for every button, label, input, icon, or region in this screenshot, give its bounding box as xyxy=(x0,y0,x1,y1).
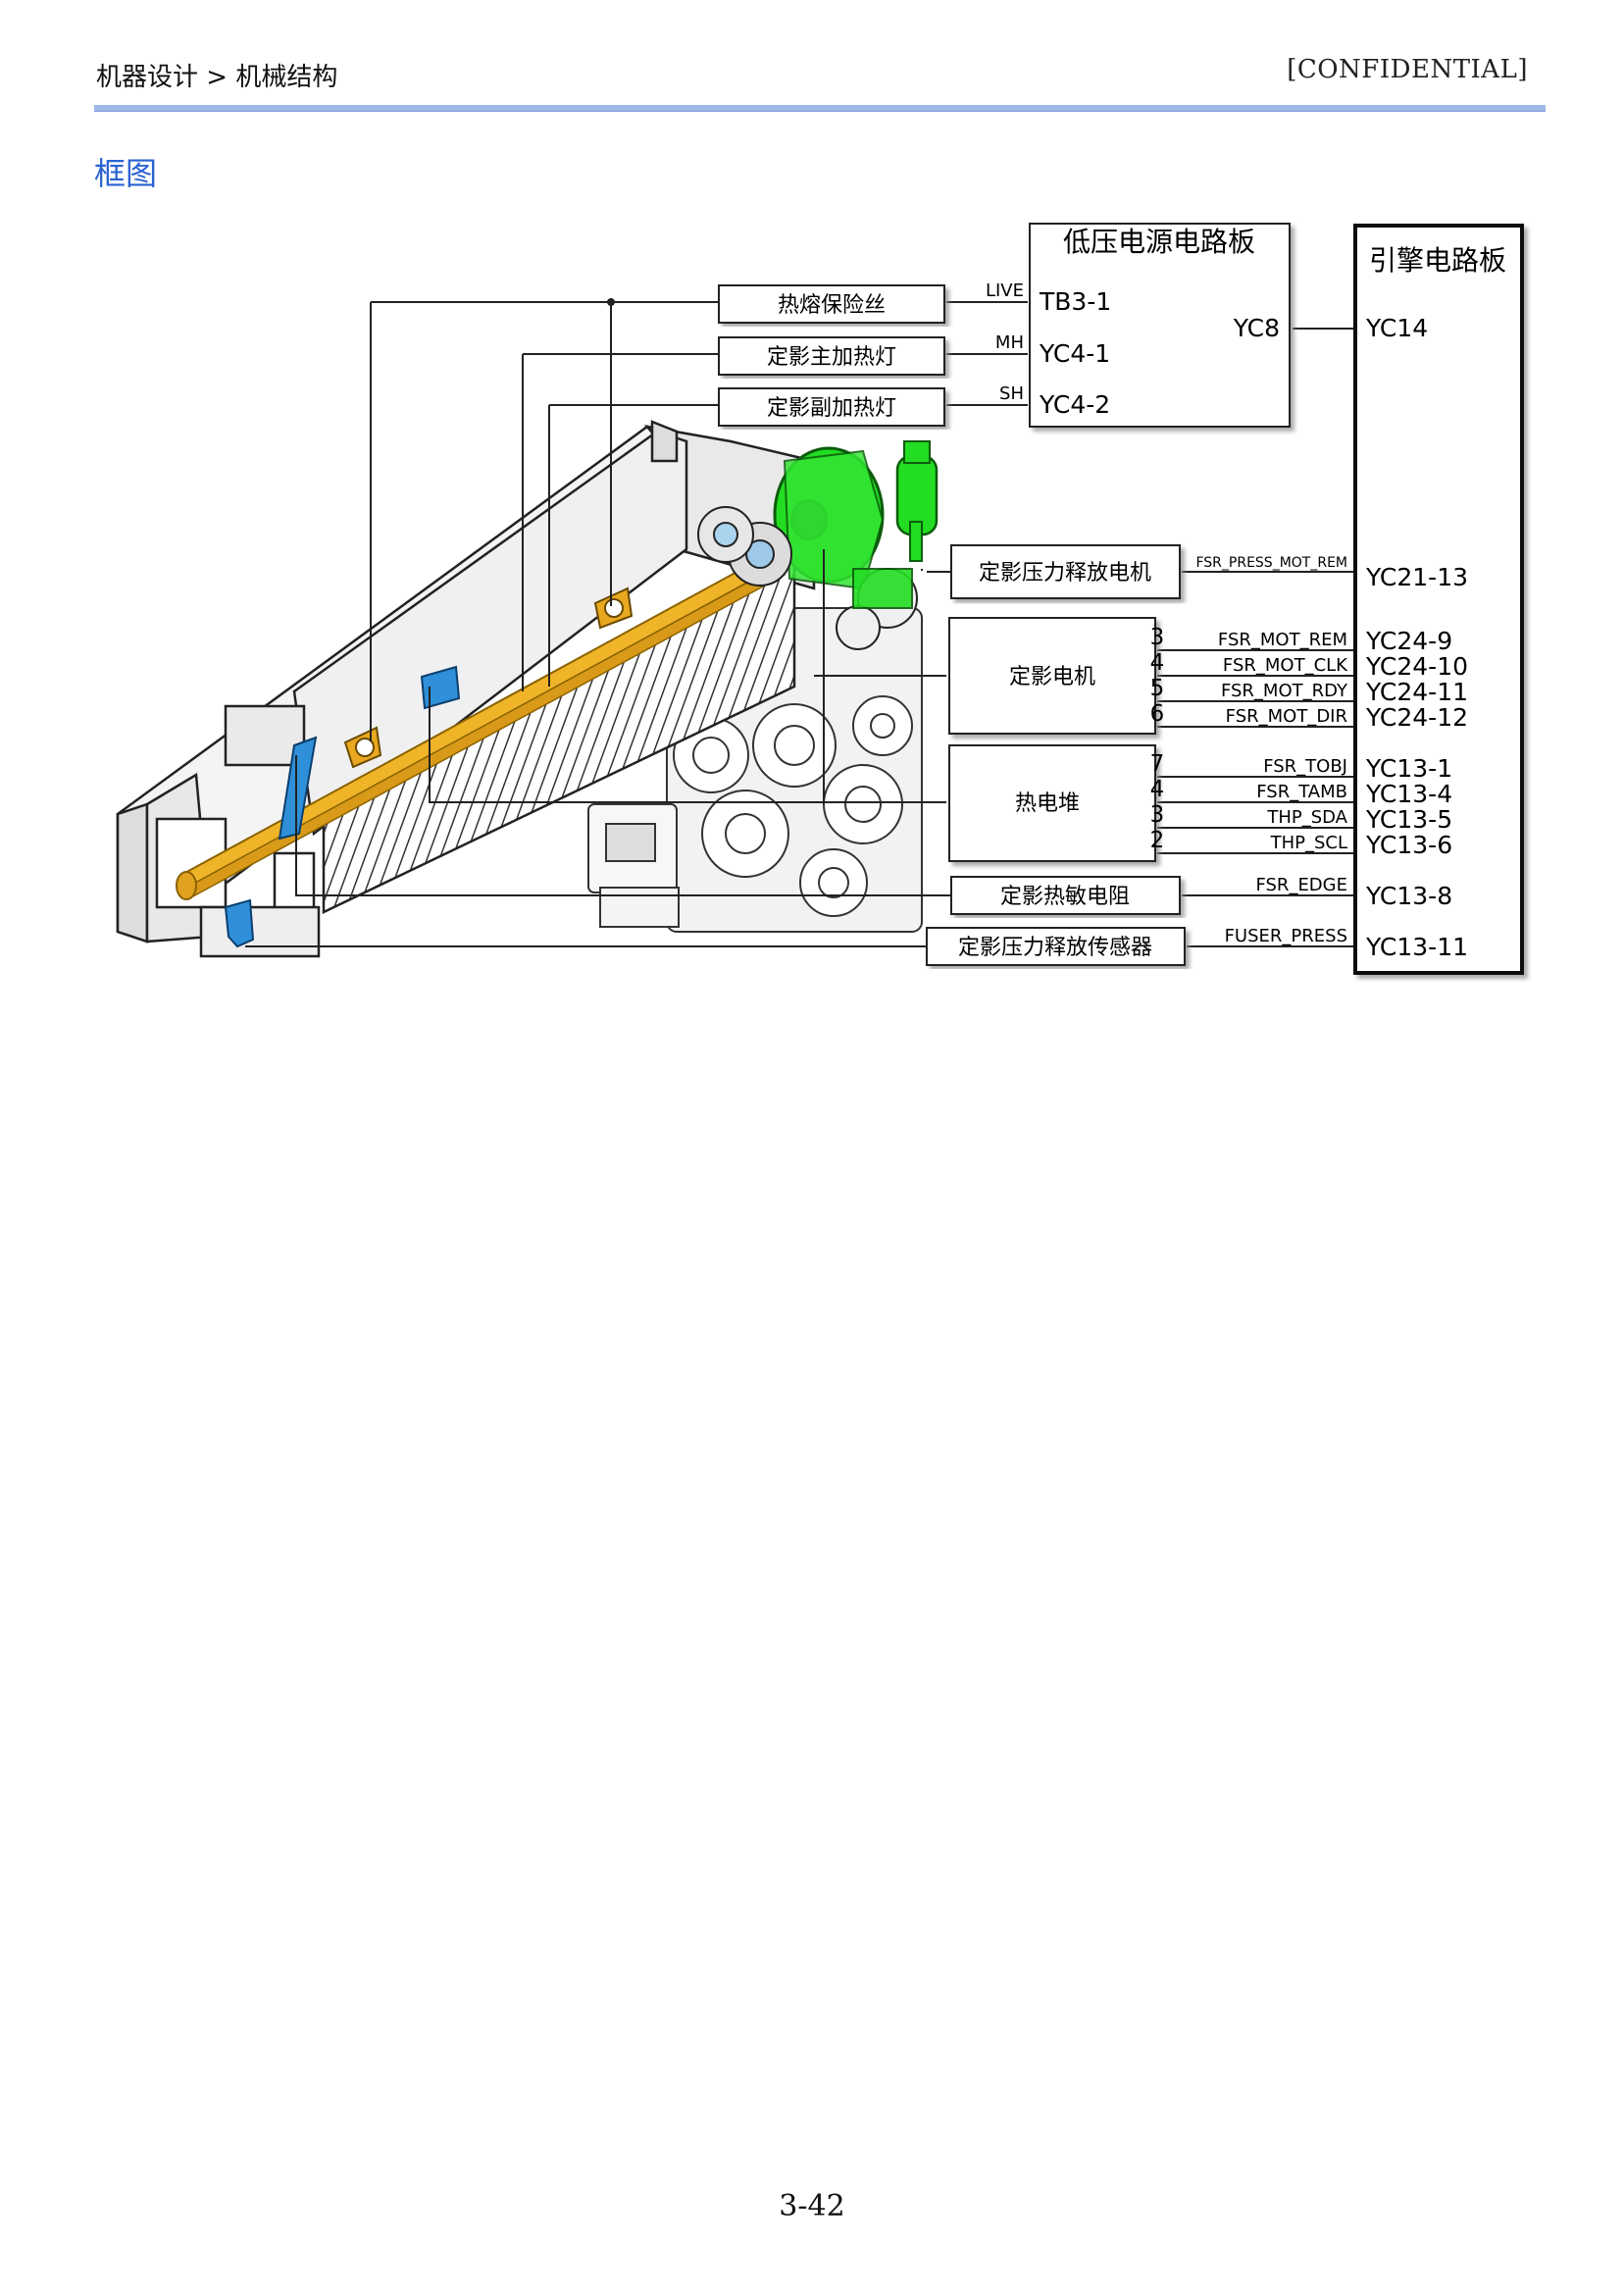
engine-board-title: 引擎电路板 xyxy=(1369,244,1506,277)
thermopile-pin-3: 3 xyxy=(1150,802,1165,828)
page-number: 3-42 xyxy=(779,2189,845,2223)
heater-rods xyxy=(176,549,786,900)
thermal-fuse-part xyxy=(343,586,634,769)
signal-fsr-mot-rem: FSR_MOT_REM xyxy=(1218,630,1347,650)
yc13-4-label: YC13-4 xyxy=(1365,780,1452,808)
thermopile-box: 热电堆 7 4 3 2 xyxy=(948,744,1165,862)
yc8-label: YC8 xyxy=(1233,314,1280,342)
component-boxes: 热熔保险丝 定影主加热灯 定影副加热灯 定影压力释放电机 定影电机 3 4 5 … xyxy=(718,284,1186,966)
sub-heater-box: 定影副加热灯 xyxy=(718,387,945,427)
press-motor-label: 定影压力释放电机 xyxy=(979,561,1151,586)
signal-sh: SH xyxy=(999,383,1024,404)
yc4-2-label: YC4-2 xyxy=(1039,390,1110,419)
breadcrumb: 机器设计 > 机械结构 xyxy=(96,63,338,92)
yc13-6-label: YC13-6 xyxy=(1365,831,1452,859)
main-heater-box: 定影主加热灯 xyxy=(718,336,945,376)
signal-fsr-mot-dir: FSR_MOT_DIR xyxy=(1226,706,1347,727)
thermopile-pin-2: 2 xyxy=(1150,828,1165,853)
edge-thermistor-label: 定影热敏电阻 xyxy=(1000,885,1130,909)
signal-fsr-mot-rdy: FSR_MOT_RDY xyxy=(1221,681,1348,701)
yc24-10-label: YC24-10 xyxy=(1365,652,1468,681)
fuser-housing xyxy=(116,420,816,958)
thermopile-pin-7: 7 xyxy=(1150,751,1165,777)
signal-fsr-tamb: FSR_TAMB xyxy=(1256,782,1347,802)
engine-board: 引擎电路板 YC14 YC21-13 YC24-9 YC24-10 YC24-1… xyxy=(1353,224,1524,975)
yc13-1-label: YC13-1 xyxy=(1365,754,1452,783)
thermal-fuse-label: 热熔保险丝 xyxy=(778,293,886,318)
thermopile-pin-4: 4 xyxy=(1150,777,1165,802)
lv-board-title: 低压电源电路板 xyxy=(1063,226,1255,258)
yc4-1-label: YC4-1 xyxy=(1039,339,1110,368)
connection-lines xyxy=(245,298,1353,947)
fuser-motor-box: 定影电机 3 4 5 6 xyxy=(948,617,1165,735)
sub-heater-label: 定影副加热灯 xyxy=(767,396,896,421)
yc13-5-label: YC13-5 xyxy=(1365,805,1452,834)
signal-live: LIVE xyxy=(986,280,1024,301)
signal-thp-scl: THP_SCL xyxy=(1270,833,1347,853)
yc14-label: YC14 xyxy=(1365,314,1428,342)
tb3-1-label: TB3-1 xyxy=(1039,287,1111,316)
motor-pin-6: 6 xyxy=(1150,701,1165,727)
signal-press-mot-rem: FSR_PRESS_MOT_REM xyxy=(1195,555,1347,571)
signal-fsr-tobj: FSR_TOBJ xyxy=(1263,756,1347,777)
confidential-mark: [CONFIDENTIAL] xyxy=(1287,55,1528,84)
yc13-11-label: YC13-11 xyxy=(1365,933,1468,961)
signal-labels: LIVE MH SH FSR_PRESS_MOT_REM FSR_MOT_REM… xyxy=(986,280,1348,946)
fuser-unit-illustration xyxy=(116,420,939,958)
fuser-motor-label: 定影电机 xyxy=(1009,665,1095,689)
yc24-9-label: YC24-9 xyxy=(1365,627,1452,655)
signal-thp-sda: THP_SDA xyxy=(1266,807,1347,828)
yc21-13-label: YC21-13 xyxy=(1365,563,1468,591)
lv-power-board: 低压电源电路板 TB3-1 YC4-1 YC4-2 YC8 xyxy=(1029,223,1291,428)
motor-pin-3: 3 xyxy=(1150,625,1165,650)
press-sensor-label: 定影压力释放传感器 xyxy=(958,936,1152,960)
signal-mh: MH xyxy=(995,332,1024,353)
header-divider xyxy=(94,105,1546,112)
yc24-12-label: YC24-12 xyxy=(1365,703,1468,732)
edge-thermistor-box: 定影热敏电阻 xyxy=(950,876,1181,915)
yc24-11-label: YC24-11 xyxy=(1365,678,1468,706)
blue-sensors xyxy=(224,665,461,948)
thermopile-label: 热电堆 xyxy=(1015,791,1080,816)
press-sensor-box: 定影压力释放传感器 xyxy=(926,927,1186,966)
motor-pin-5: 5 xyxy=(1150,676,1165,701)
press-motor-box: 定影压力释放电机 xyxy=(950,544,1181,599)
main-heater-label: 定影主加热灯 xyxy=(767,345,896,370)
signal-fuser-press: FUSER_PRESS xyxy=(1225,926,1347,946)
section-title: 框图 xyxy=(94,155,158,192)
motor-pin-4: 4 xyxy=(1150,650,1165,676)
thermal-fuse-box: 热熔保险丝 xyxy=(718,284,945,324)
fuser-motor-part xyxy=(697,440,939,650)
signal-fsr-mot-clk: FSR_MOT_CLK xyxy=(1223,655,1348,676)
yc13-8-label: YC13-8 xyxy=(1365,882,1452,910)
signal-fsr-edge: FSR_EDGE xyxy=(1255,875,1347,895)
